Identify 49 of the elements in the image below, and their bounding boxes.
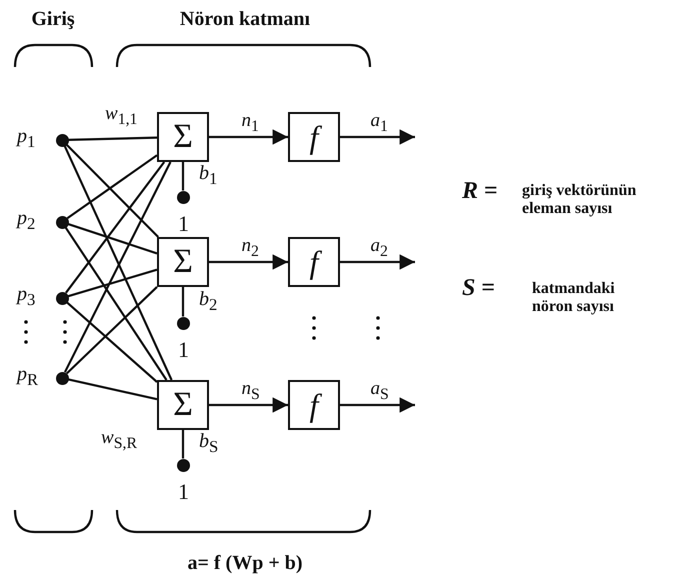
connector-line — [182, 162, 184, 190]
connector-line — [66, 301, 158, 383]
input-label: p$_{R}$ — [17, 364, 38, 389]
connector-line — [66, 286, 158, 374]
bias-label: b$_{2}$ — [199, 289, 218, 314]
connector-line — [68, 378, 158, 400]
connector-line — [64, 226, 168, 381]
summation-box: Σ — [157, 380, 209, 430]
input-dot — [56, 372, 68, 384]
symbol-label: R = — [462, 178, 498, 206]
input-dot — [56, 216, 68, 228]
formula-caption: a= f (Wp + b) — [187, 552, 303, 575]
input-dot — [56, 134, 68, 146]
connector-line — [68, 223, 158, 254]
transfer-function-box: f — [288, 380, 340, 430]
connector-line — [66, 154, 158, 220]
bias-input-label: 1 — [178, 339, 189, 361]
arrow — [209, 129, 288, 145]
summation-box: Σ — [157, 237, 209, 287]
connector-line — [68, 268, 158, 298]
input-label: p$_{2}$ — [17, 208, 36, 233]
heading: Nöron katmanı — [180, 8, 310, 31]
connector-line — [66, 144, 159, 238]
connector-line — [182, 430, 184, 458]
arrow — [340, 254, 415, 270]
transfer-function-box: f — [288, 237, 340, 287]
bias-label: b$_{S}$ — [199, 431, 218, 456]
symbol-label: S = — [462, 275, 496, 303]
bias-input-label: 1 — [178, 481, 189, 503]
bias-input-label: 1 — [178, 213, 189, 235]
connector-line — [65, 161, 166, 294]
connector-line — [182, 287, 184, 316]
input-label: p$_{1}$ — [17, 126, 36, 151]
bias-label: b$_{1}$ — [199, 163, 218, 188]
definition-text: giriş vektörünün eleman sayısı — [522, 182, 638, 219]
arrow — [340, 129, 415, 145]
arrow — [209, 397, 288, 413]
bias-dot — [176, 190, 190, 204]
definition-text: katmandaki nöron sayısı — [532, 280, 616, 317]
connector-line — [68, 136, 158, 141]
input-label: p$_{3}$ — [17, 284, 36, 309]
arrow — [340, 397, 415, 413]
summation-box: Σ — [157, 112, 209, 162]
input-dot — [56, 292, 68, 304]
bias-dot — [176, 316, 190, 330]
transfer-function-box: f — [288, 112, 340, 162]
arrow — [209, 254, 288, 270]
bias-dot — [176, 458, 190, 472]
heading: Giriş — [31, 8, 75, 31]
